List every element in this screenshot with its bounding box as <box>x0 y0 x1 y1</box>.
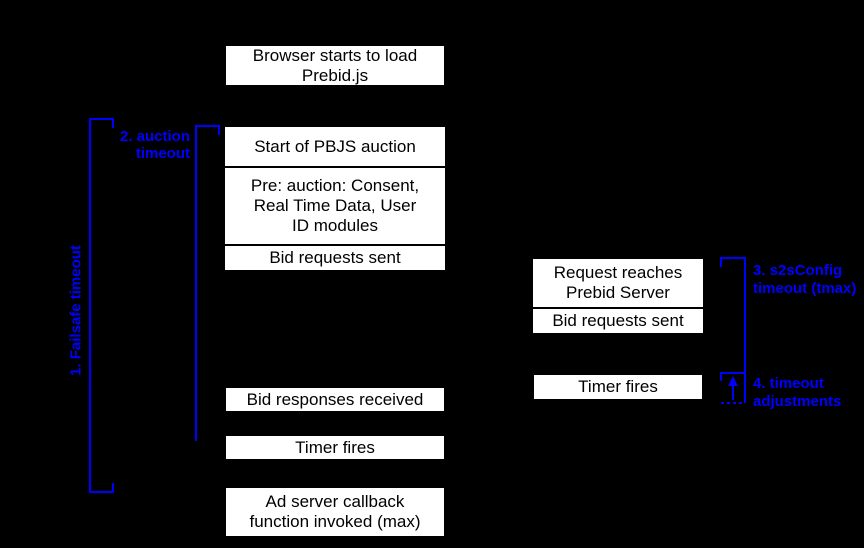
client-timeline-box-browser-load: Browser starts to load Prebid.js <box>225 45 445 86</box>
s2s-timeout-bracket <box>720 257 746 403</box>
annotation-failsafe-timeout: 1. Failsafe timeout <box>67 245 85 376</box>
client-timeline-box-timer-fires: Timer fires <box>225 435 445 460</box>
server-timeline-box-timer-fires: Timer fires <box>533 374 703 400</box>
annotation-auction-timeout: 2. auction timeout <box>119 128 190 162</box>
server-timeline-box-bid-requests-sent: Bid requests sent <box>533 307 703 333</box>
client-timeline-box-auction-start: Start of PBJS auction <box>254 136 416 156</box>
client-timeline-box-bid-requests-sent: Bid requests sent <box>225 244 445 270</box>
server-timeline-stack: Request reaches Prebid Server Bid reques… <box>533 259 703 333</box>
s2s-timeout-bracket-mid-tick <box>720 372 745 381</box>
client-timeline-box-pre-auction-modules: Pre: auction: Consent, Real Time Data, U… <box>225 166 445 244</box>
annotation-timeout-adjustments: 4. timeout adjustments <box>753 375 842 410</box>
arrow-up-icon <box>728 376 738 400</box>
client-timeline-box-bid-responses-received: Bid responses received <box>225 387 445 412</box>
server-timeline-box-request-reaches-prebid-server: Request reaches Prebid Server <box>553 263 683 302</box>
annotation-s2s-config-timeout: 3. s2sConfig timeout (tmax) <box>753 262 857 297</box>
failsafe-timeout-bracket <box>89 118 114 493</box>
client-timeline-box-ad-server-callback: Ad server callback function invoked (max… <box>225 487 445 537</box>
client-timeline-auction-stack: Start of PBJS auction Pre: auction: Cons… <box>225 127 445 270</box>
auction-timeout-bracket <box>195 125 220 441</box>
